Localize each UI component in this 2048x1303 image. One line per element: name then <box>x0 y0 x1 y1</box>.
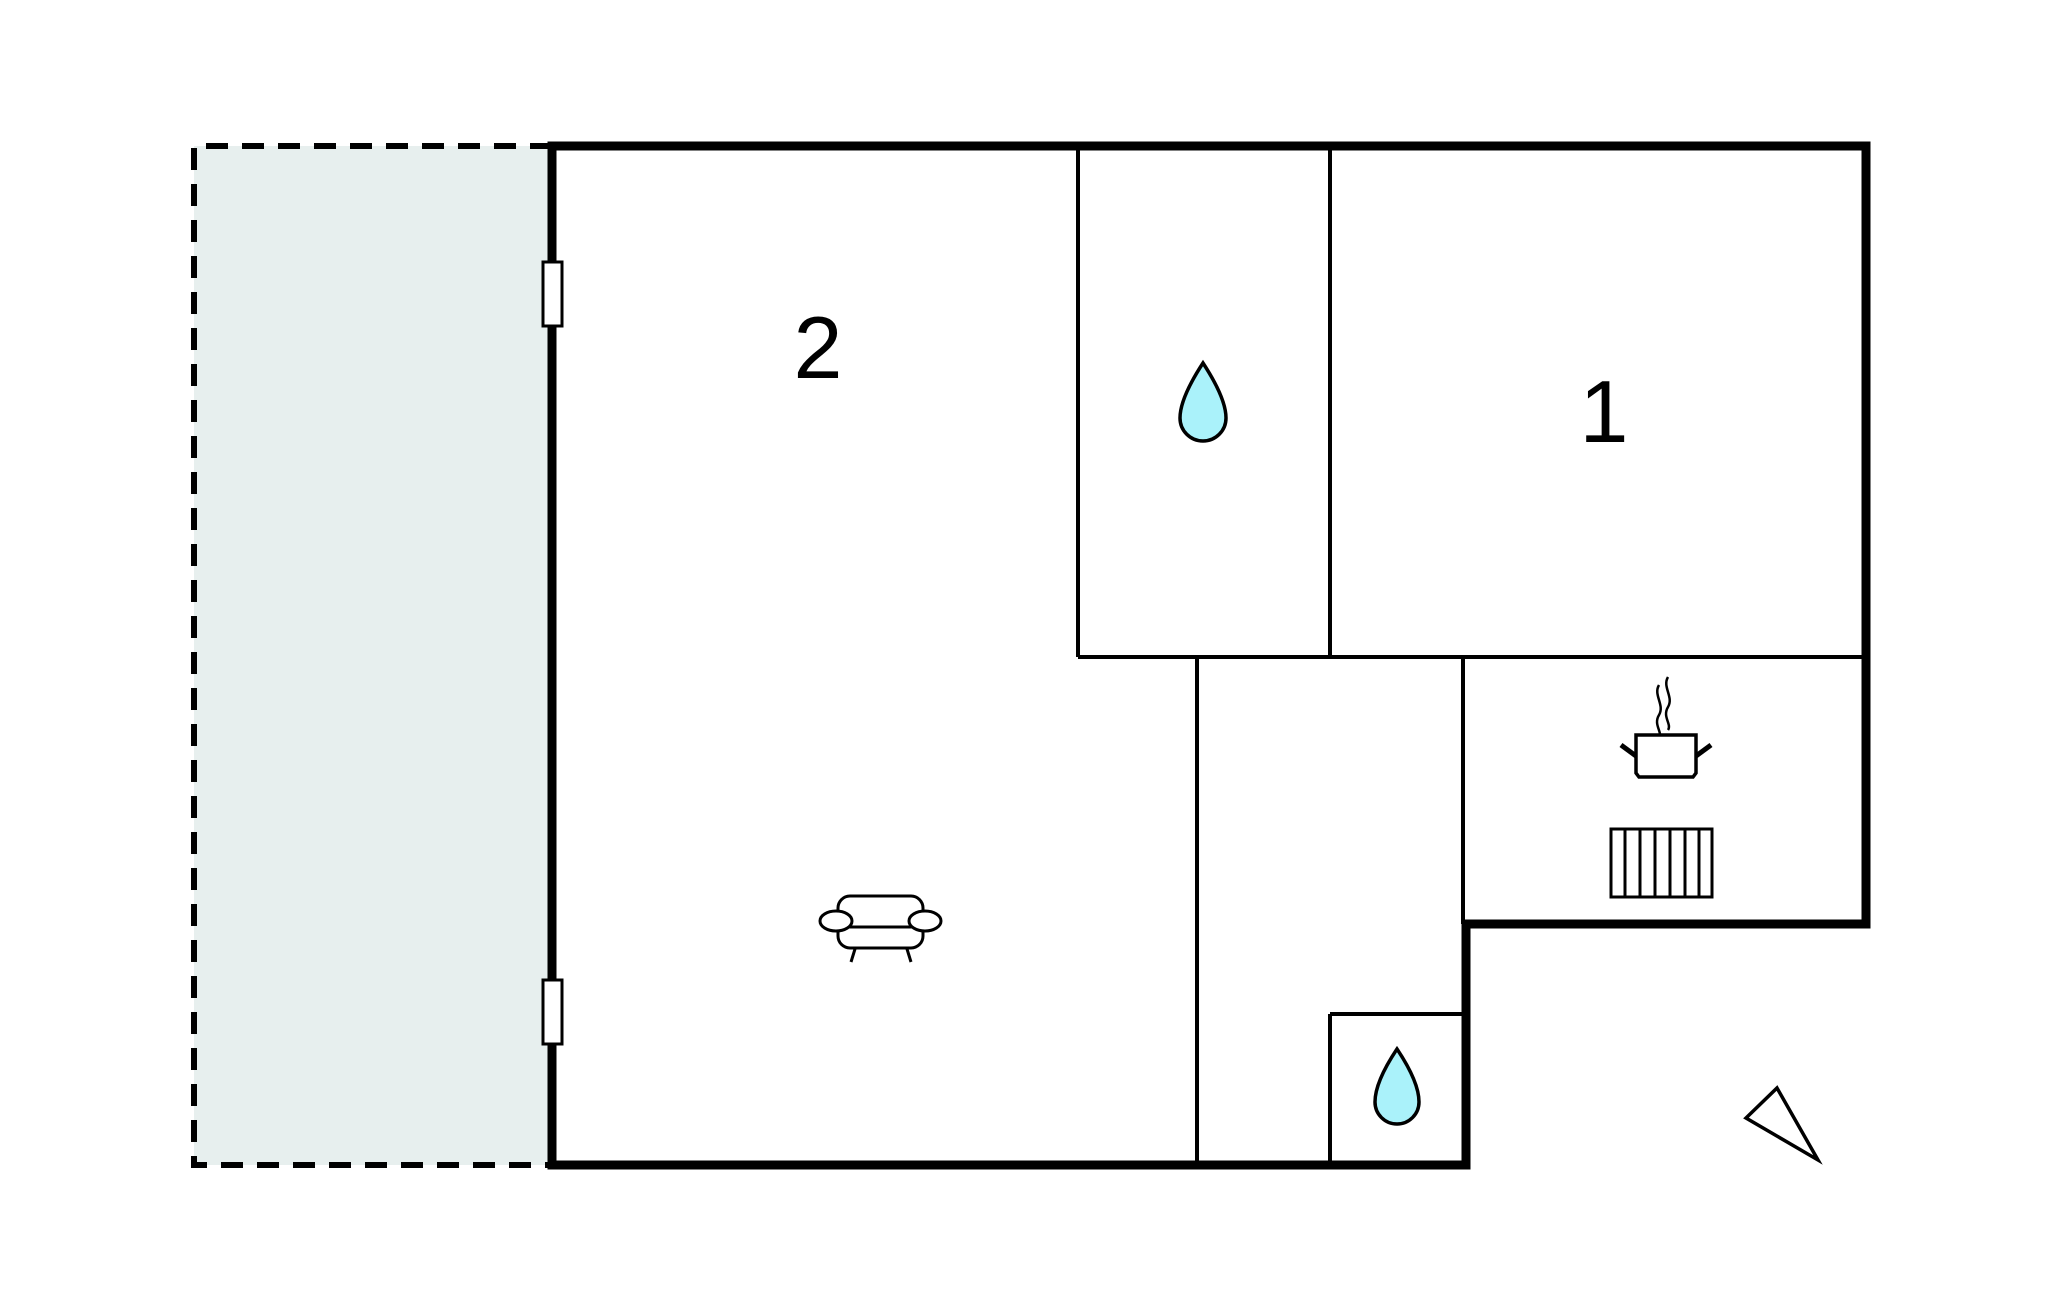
terrace-area <box>194 146 552 1165</box>
sofa-icon <box>818 894 943 963</box>
cooking-pot-icon <box>1619 676 1713 779</box>
interior-walls <box>1076 150 1862 1161</box>
room-2-label: 2 <box>794 298 843 397</box>
room-1-label: 1 <box>1580 362 1629 461</box>
water-drop-icon <box>1373 1045 1421 1126</box>
terrace-door-top <box>541 260 564 328</box>
north-arrow-icon <box>1743 1085 1823 1165</box>
water-drop-icon <box>1178 359 1228 443</box>
terrace-door-bottom <box>541 978 564 1046</box>
terrace-dashed-border <box>191 143 552 1168</box>
stove-icon <box>1609 827 1714 899</box>
